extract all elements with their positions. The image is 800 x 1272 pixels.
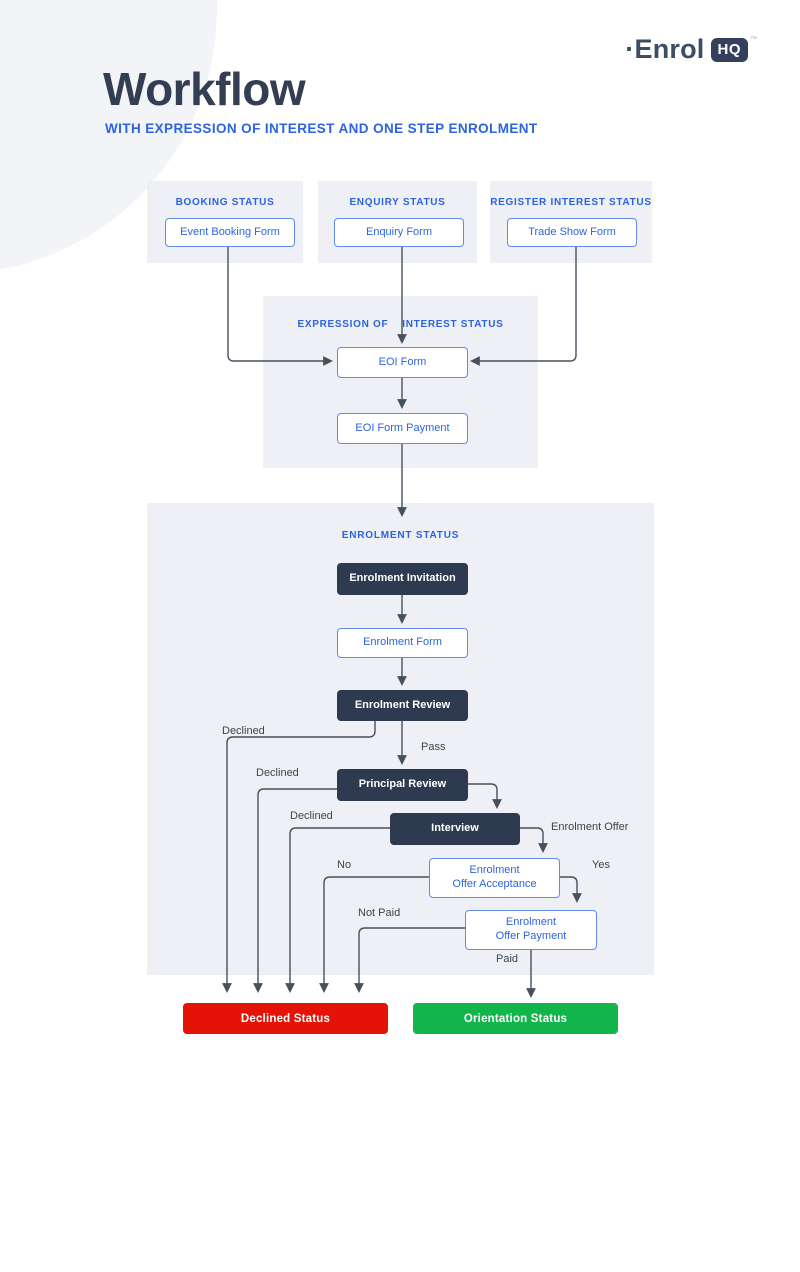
trademark-symbol: ™ bbox=[750, 36, 757, 43]
node-enrolment-offer-payment: Enrolment Offer Payment bbox=[465, 910, 597, 950]
offer-acceptance-line2: Offer Acceptance bbox=[452, 878, 537, 890]
edge-label-declined-review: Declined bbox=[222, 725, 265, 737]
declined-status-bar: Declined Status bbox=[183, 1003, 388, 1034]
offer-acceptance-line1: Enrolment bbox=[469, 864, 520, 877]
edge-label-paid: Paid bbox=[496, 953, 519, 965]
node-principal-review: Principal Review bbox=[337, 769, 468, 801]
orientation-status-bar: Orientation Status bbox=[413, 1003, 618, 1034]
node-enquiry-form: Enquiry Form bbox=[334, 218, 464, 247]
offer-payment-line1: Enrolment bbox=[505, 916, 557, 929]
node-enrolment-form: Enrolment Form bbox=[337, 628, 468, 658]
logo-badge: HQ bbox=[710, 37, 748, 62]
edge-label-yes: Yes bbox=[592, 859, 610, 871]
edge-label-not-paid: Not Paid bbox=[358, 907, 401, 919]
node-event-booking-form: Event Booking Form bbox=[165, 218, 295, 247]
node-trade-show-form: Trade Show Form bbox=[507, 218, 637, 247]
logo-wordmark: ·Enrol bbox=[625, 34, 705, 64]
edge-label-no: No bbox=[337, 859, 352, 871]
enrolment-status-heading: ENROLMENT STATUS bbox=[341, 530, 460, 541]
eoi-heading-part2: INTEREST STATUS bbox=[402, 319, 504, 330]
offer-payment-line2: Offer Payment bbox=[495, 930, 567, 942]
node-enrolment-invitation: Enrolment Invitation bbox=[337, 563, 468, 595]
eoi-heading-part1: EXPRESSION OF bbox=[297, 319, 389, 330]
edge-label-pass: Pass bbox=[421, 741, 446, 753]
edge-label-declined-principal: Declined bbox=[256, 767, 299, 779]
node-enrolment-review: Enrolment Review bbox=[337, 690, 468, 721]
edge-label-enrolment-offer: Enrolment Offer bbox=[551, 821, 629, 833]
booking-status-heading: BOOKING STATUS bbox=[175, 197, 275, 208]
enquiry-status-heading: ENQUIRY STATUS bbox=[349, 197, 446, 208]
node-eoi-form-payment: EOI Form Payment bbox=[337, 413, 468, 444]
edge-label-declined-interview: Declined bbox=[290, 810, 333, 822]
node-enrolment-offer-acceptance: Enrolment Offer Acceptance bbox=[429, 858, 560, 898]
page-title: Workflow bbox=[103, 63, 306, 115]
enrolhq-logo: ·Enrol HQ ™ bbox=[625, 34, 757, 65]
node-interview: Interview bbox=[390, 813, 520, 845]
eoi-status-heading: EXPRESSION OF INTEREST STATUS bbox=[263, 319, 538, 330]
page-subtitle: WITH EXPRESSION OF INTEREST AND ONE STEP… bbox=[105, 121, 538, 136]
register-interest-status-heading: REGISTER INTEREST STATUS bbox=[490, 197, 652, 208]
node-eoi-form: EOI Form bbox=[337, 347, 468, 378]
